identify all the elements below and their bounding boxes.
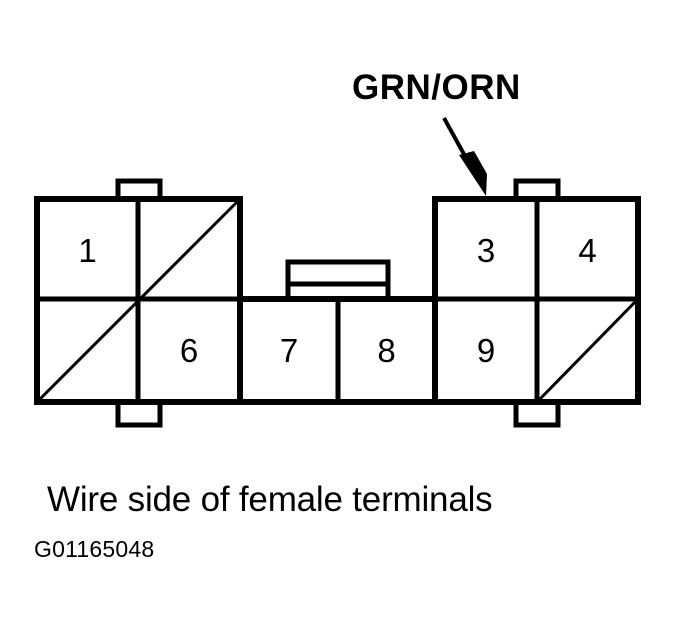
left-block-unused-cavity-slash: [38, 200, 239, 401]
cavity-number-8: 8: [377, 332, 396, 369]
bottom-left-locking-tab: [115, 399, 163, 428]
cavity-number-6: 6: [179, 332, 199, 369]
right-block-unused-cavity-slash: [538, 300, 637, 401]
cavity-number-9: 9: [476, 332, 496, 369]
bottom-right-locking-tab: [513, 399, 561, 428]
cavity-number-4: 4: [578, 232, 597, 269]
center-latch: [285, 259, 391, 303]
callout-arrowhead-icon: [459, 151, 487, 196]
cavity-number-3: 3: [476, 232, 496, 269]
wire-color-label: GRN/ORN: [352, 68, 521, 107]
cavity-number-1: 1: [78, 232, 97, 269]
cavity-number-7: 7: [279, 332, 299, 369]
figure-id-label: G01165048: [34, 536, 155, 562]
figure-caption: Wire side of female terminals: [47, 480, 493, 519]
